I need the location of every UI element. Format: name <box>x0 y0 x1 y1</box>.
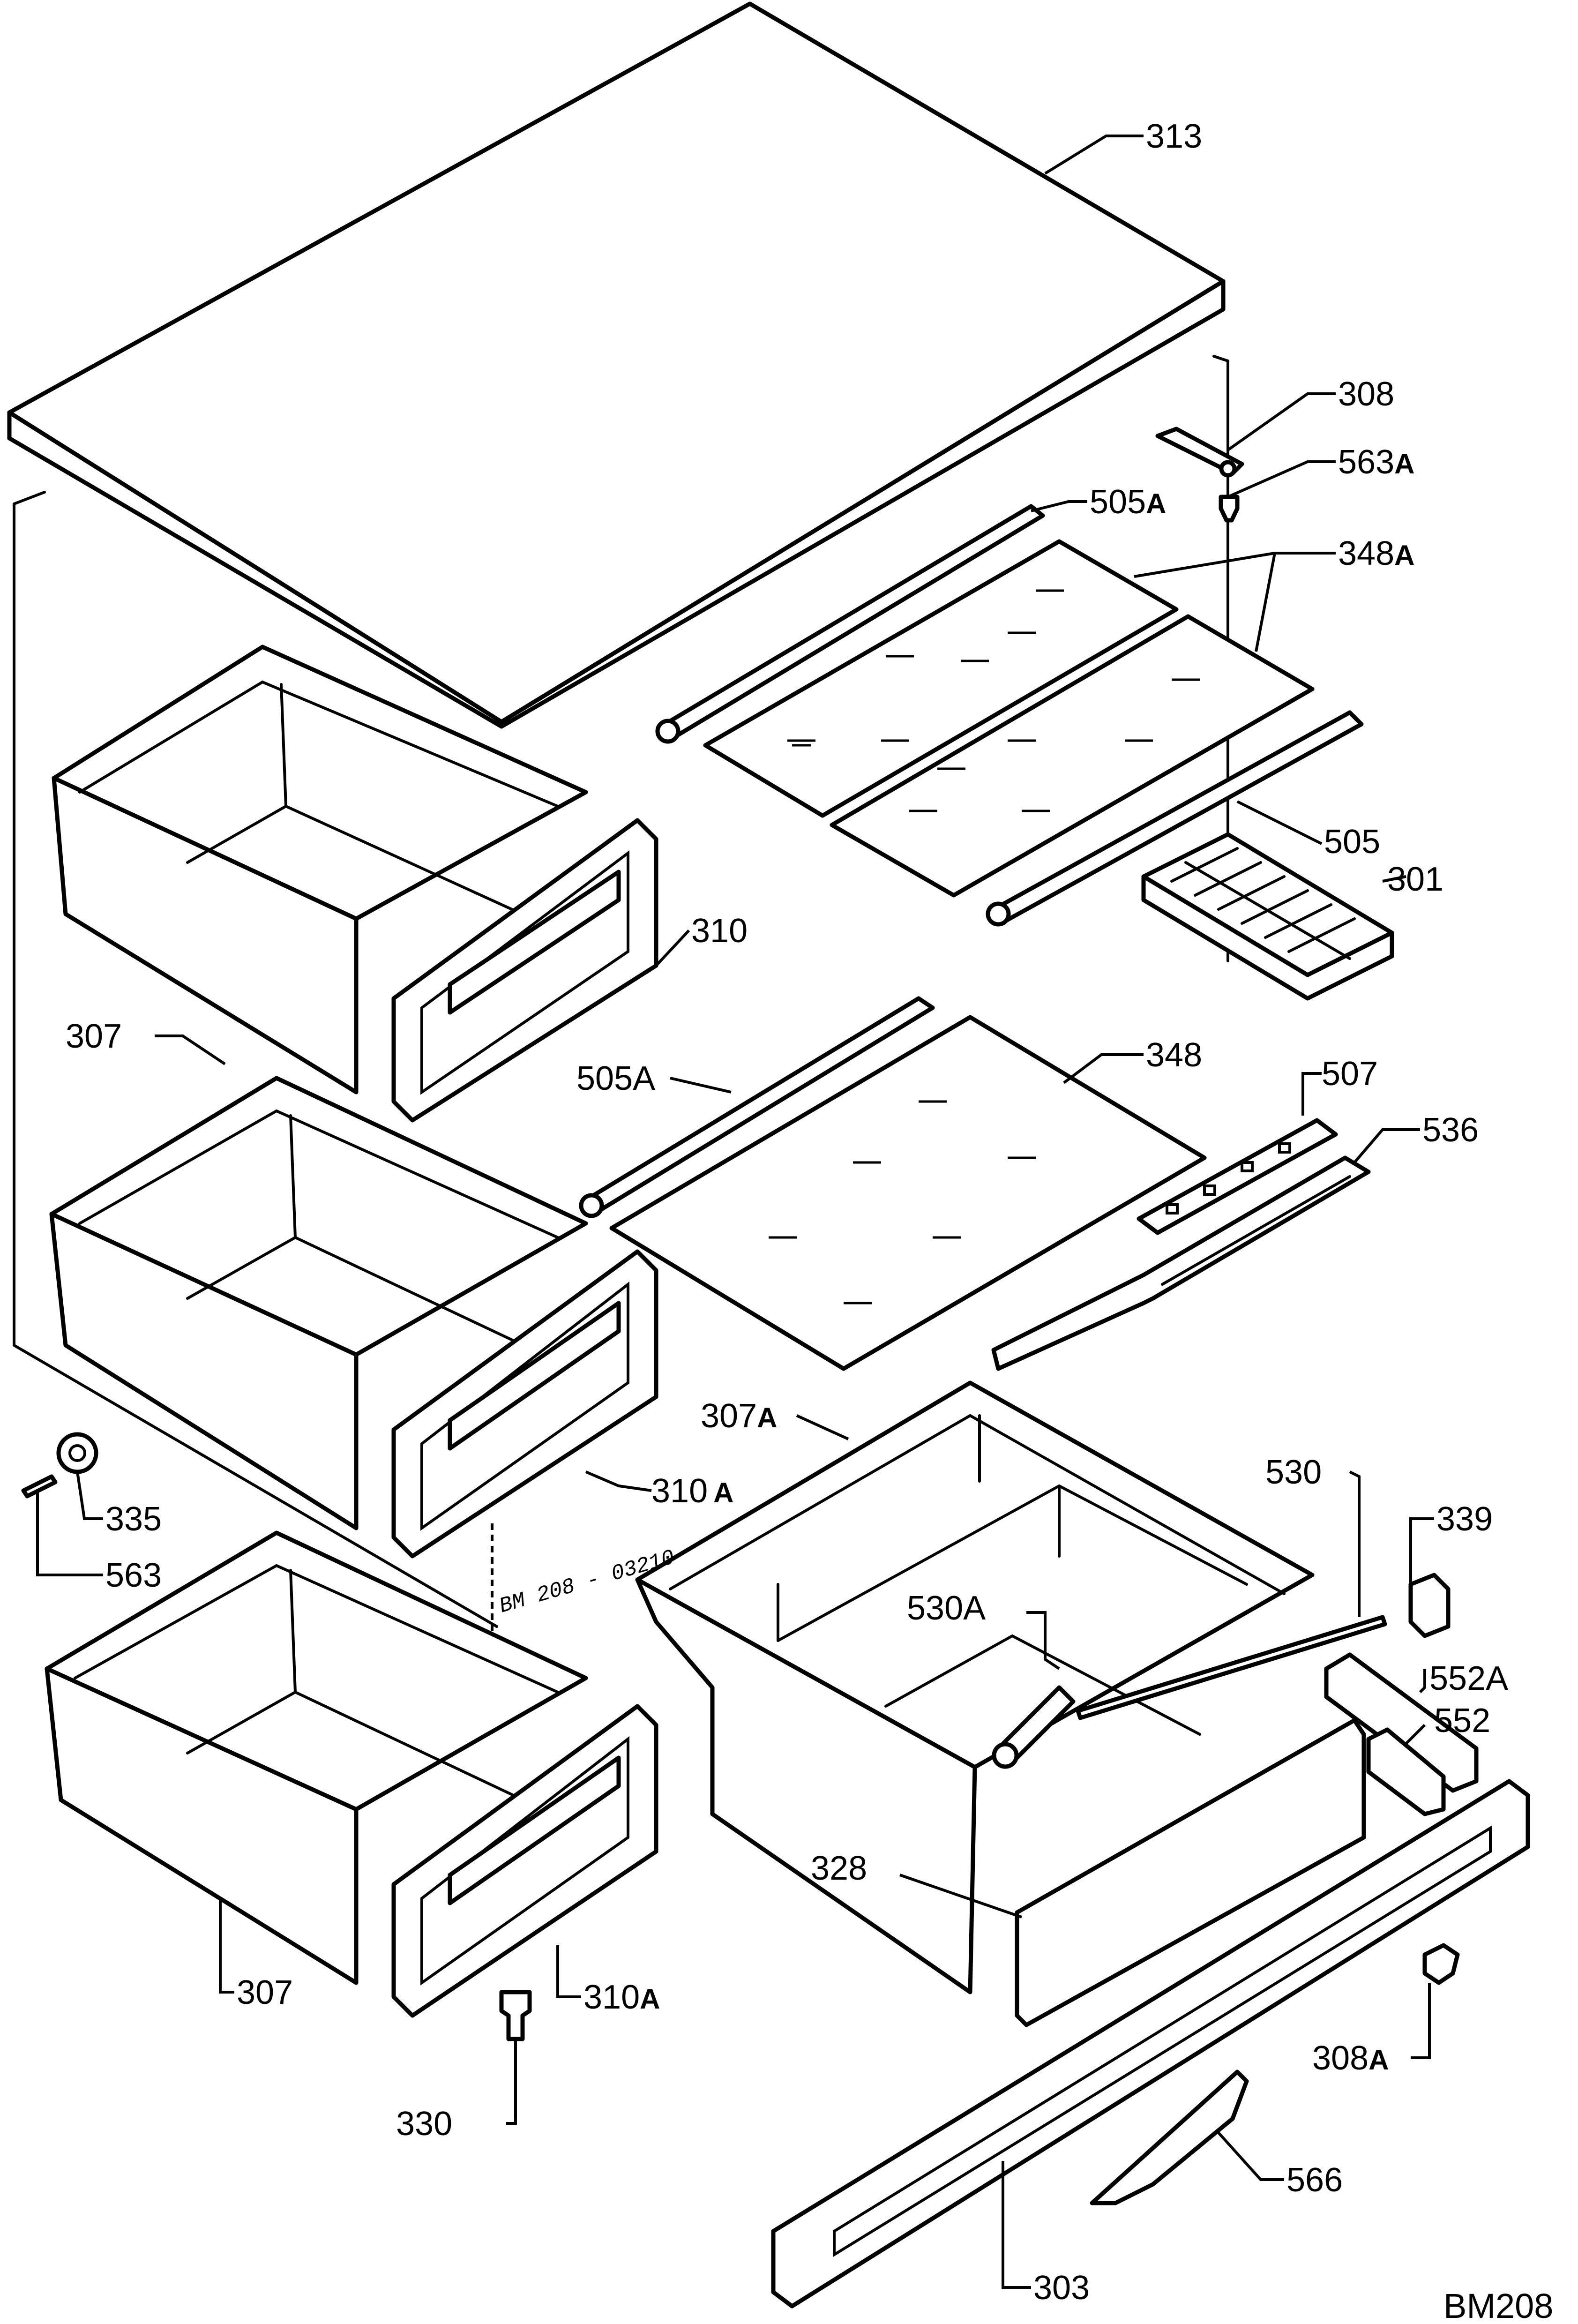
rod-530a <box>992 1685 1076 1769</box>
bracket-536 <box>991 1155 1371 1371</box>
rail-552a <box>1324 1652 1479 1793</box>
glass-shelf-348a-left <box>703 539 1179 818</box>
bracket-308a <box>1422 1943 1460 1985</box>
label-530: 530 <box>1265 1454 1322 1491</box>
part-labels: 313 308 563A 505A 348A 505 301 310 307 5… <box>66 118 1508 2307</box>
drawer-front-310a-middle <box>391 1249 658 1559</box>
label-566: 566 <box>1286 2161 1343 2199</box>
drawer-front-310 <box>391 818 658 1123</box>
label-307a: 307A <box>701 1397 777 1435</box>
leader-lines <box>36 135 1434 2289</box>
handle-566 <box>1090 2069 1249 2205</box>
label-507: 507 <box>1322 1055 1378 1093</box>
rail-505a-middle <box>579 996 935 1218</box>
rail-552 <box>1366 1727 1446 1816</box>
label-307-top: 307 <box>66 1018 122 1055</box>
label-330: 330 <box>396 2105 452 2143</box>
label-339: 339 <box>1436 1500 1493 1538</box>
screw-330 <box>499 1990 532 2041</box>
drawing-code: BM208 <box>1443 2287 1553 2324</box>
label-505a-middle: 505A <box>576 1060 655 1097</box>
pin-563 <box>21 1474 58 1499</box>
rail-505a-top <box>655 504 1045 744</box>
glass-shelf-348 <box>609 1015 1207 1371</box>
cabinet-outline <box>13 355 1229 1631</box>
glass-shelf-348a-right <box>830 614 1315 898</box>
label-505: 505 <box>1324 823 1380 861</box>
label-552: 552 <box>1434 1702 1490 1739</box>
label-328: 328 <box>811 1850 867 1887</box>
front-bar-303 <box>771 1779 1530 2309</box>
clip-339 <box>1408 1573 1451 1638</box>
drawer-307-bottom <box>45 1530 588 1985</box>
label-313: 313 <box>1146 118 1202 155</box>
label-308a: 308A <box>1312 2039 1389 2077</box>
crisper-tray-307a <box>635 1380 1315 1994</box>
label-308: 308 <box>1338 375 1394 413</box>
label-563a: 563A <box>1338 443 1414 481</box>
label-552a: 552A <box>1429 1660 1508 1697</box>
screw-563a <box>1219 495 1240 523</box>
top-cover-313 <box>7 1 1226 729</box>
rail-505 <box>986 710 1364 927</box>
grommet-335 <box>56 1432 98 1474</box>
label-505a-top: 505A <box>1090 483 1166 521</box>
strip-507 <box>1137 1118 1338 1235</box>
label-335: 335 <box>105 1500 162 1538</box>
label-348: 348 <box>1146 1036 1202 1074</box>
label-301: 301 <box>1387 861 1443 898</box>
drawer-307-middle <box>49 1076 588 1530</box>
bracket-308 <box>1155 427 1244 478</box>
label-310a-bottom: 310A <box>583 1979 660 2016</box>
drawer-307-top <box>52 645 588 1095</box>
label-530a: 530A <box>907 1589 986 1627</box>
label-303: 303 <box>1033 2269 1090 2307</box>
label-307-bottom: 307 <box>237 1974 293 2011</box>
label-310: 310 <box>691 912 748 950</box>
label-536: 536 <box>1422 1111 1479 1149</box>
label-563: 563 <box>105 1557 162 1594</box>
label-348a: 348A <box>1338 535 1414 572</box>
ice-tray-301 <box>1141 832 1394 1001</box>
drawer-front-310a-bottom <box>391 1704 658 2018</box>
rod-530 <box>1076 1615 1387 1720</box>
